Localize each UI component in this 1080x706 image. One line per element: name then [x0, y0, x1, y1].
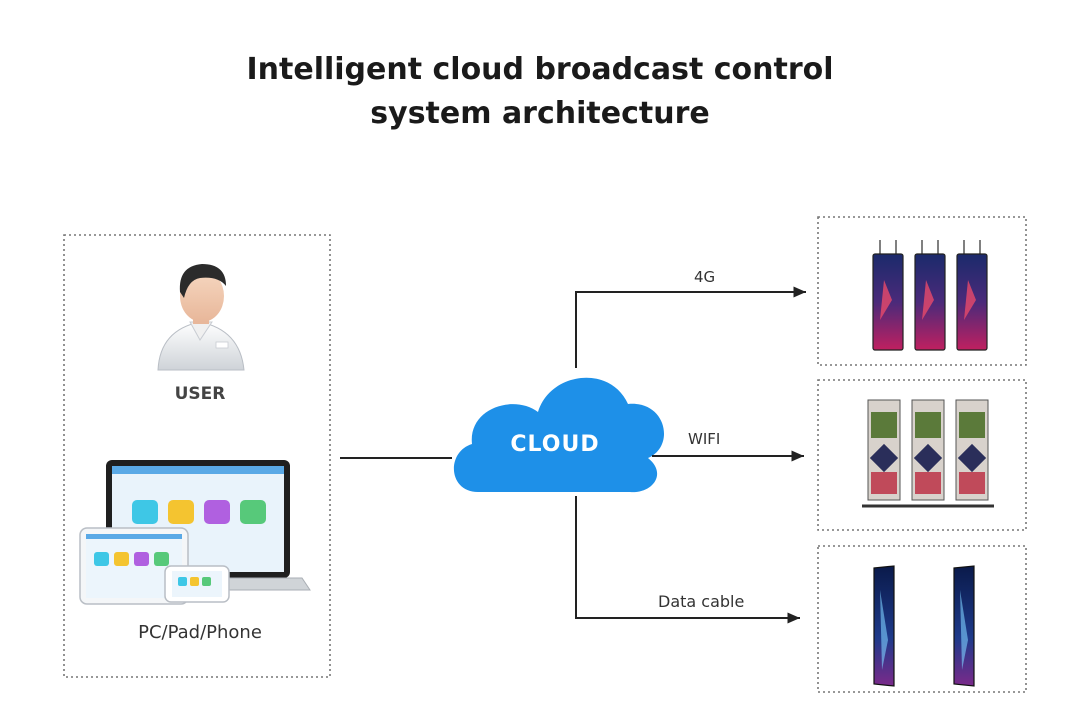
display-panel-data-cable [817, 545, 1027, 693]
cloud-icon [453, 377, 665, 493]
title-line-2: system architecture [370, 96, 710, 131]
display-panel-4g [817, 216, 1027, 366]
cloud-label: CLOUD [510, 432, 600, 457]
hanging-led-poster-icon [872, 240, 988, 351]
user-avatar-icon [157, 264, 245, 371]
title-line-1: Intelligent cloud broadcast control [246, 52, 834, 87]
pc-pad-phone-icon [79, 460, 311, 605]
display-panel-wifi [817, 379, 1027, 531]
cloud-connections [575, 286, 806, 624]
user-panel [63, 234, 331, 678]
slim-poster-display-icon [873, 565, 975, 687]
connection-label-data-cable: Data cable [658, 592, 745, 611]
connection-label-4g: 4G [694, 268, 716, 286]
device-label: PC/Pad/Phone [138, 622, 262, 643]
link-4g [575, 286, 806, 368]
connection-label-wifi: WIFI [688, 430, 721, 448]
link-data-cable [575, 496, 800, 624]
page-title: Intelligent cloud broadcast control syst… [0, 48, 1080, 136]
standing-led-poster-icon [862, 399, 994, 508]
user-label: USER [174, 384, 226, 404]
